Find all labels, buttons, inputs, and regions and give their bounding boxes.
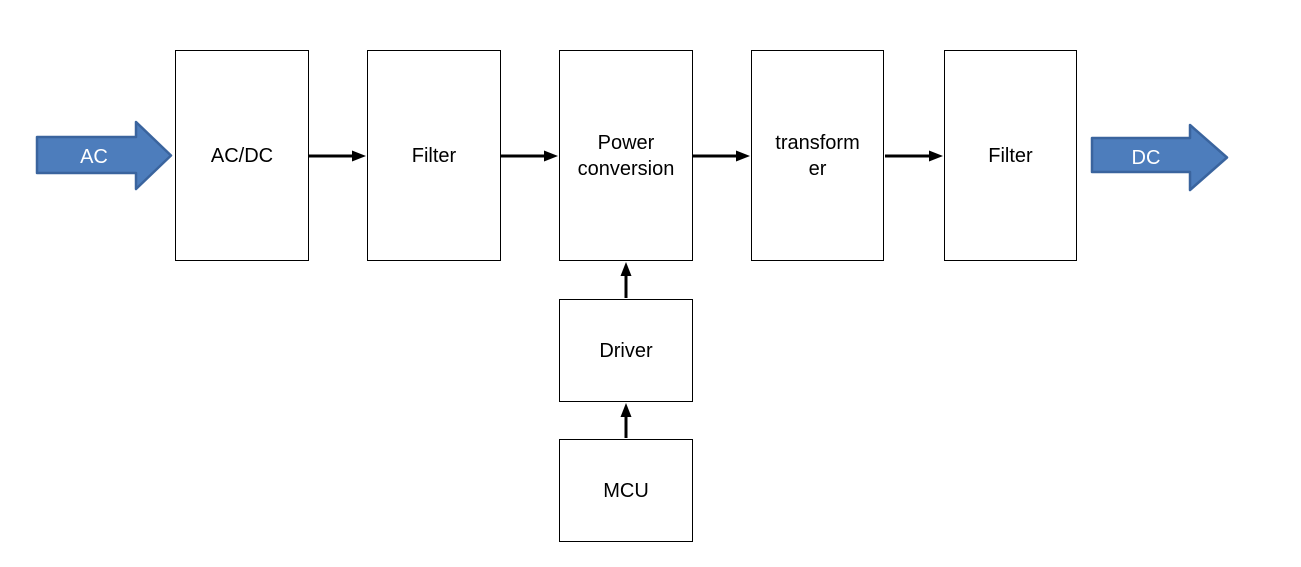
block-mcu: MCU	[559, 439, 693, 542]
connector-driver-to-power	[620, 262, 632, 298]
block-filter-output-label: Filter	[988, 144, 1033, 167]
block-transformer: transform er	[751, 50, 884, 261]
block-mcu-label: MCU	[603, 479, 649, 502]
block-filter-output: Filter	[944, 50, 1077, 261]
connector-acdc-to-filter	[309, 150, 366, 162]
arrowhead-icon	[544, 150, 558, 162]
block-transformer-label-line2: er	[808, 157, 827, 180]
connector-mcu-to-driver	[620, 403, 632, 438]
ac-arrow-label: AC	[80, 146, 108, 168]
ac-input-arrow: AC	[35, 120, 173, 191]
block-filter-input-label: Filter	[411, 144, 457, 167]
arrowhead-icon	[620, 262, 632, 276]
connector-transformer-to-filter	[885, 150, 943, 162]
connector-filter-to-power	[501, 150, 558, 162]
arrowhead-icon	[352, 150, 366, 162]
dc-arrow-shape	[1090, 123, 1229, 192]
block-power-conversion: Power conversion	[559, 50, 693, 261]
block-filter-input: Filter	[367, 50, 501, 261]
block-power-conversion-label: Power conversion	[577, 131, 675, 180]
arrowhead-icon	[620, 403, 632, 417]
dc-arrow-label: DC	[1132, 147, 1161, 169]
block-acdc: AC/DC	[175, 50, 309, 261]
block-transformer-label-line1: transform	[775, 131, 860, 154]
block-driver-label: Driver	[599, 339, 653, 362]
block-transformer-label: transform er	[775, 130, 859, 182]
dc-output-arrow: DC	[1090, 123, 1229, 192]
block-acdc-label: AC/DC	[210, 144, 274, 167]
block-driver: Driver	[559, 299, 693, 402]
ac-arrow-shape	[35, 120, 173, 191]
connector-power-to-transformer	[693, 150, 750, 162]
arrowhead-icon	[929, 150, 943, 162]
arrowhead-icon	[736, 150, 750, 162]
